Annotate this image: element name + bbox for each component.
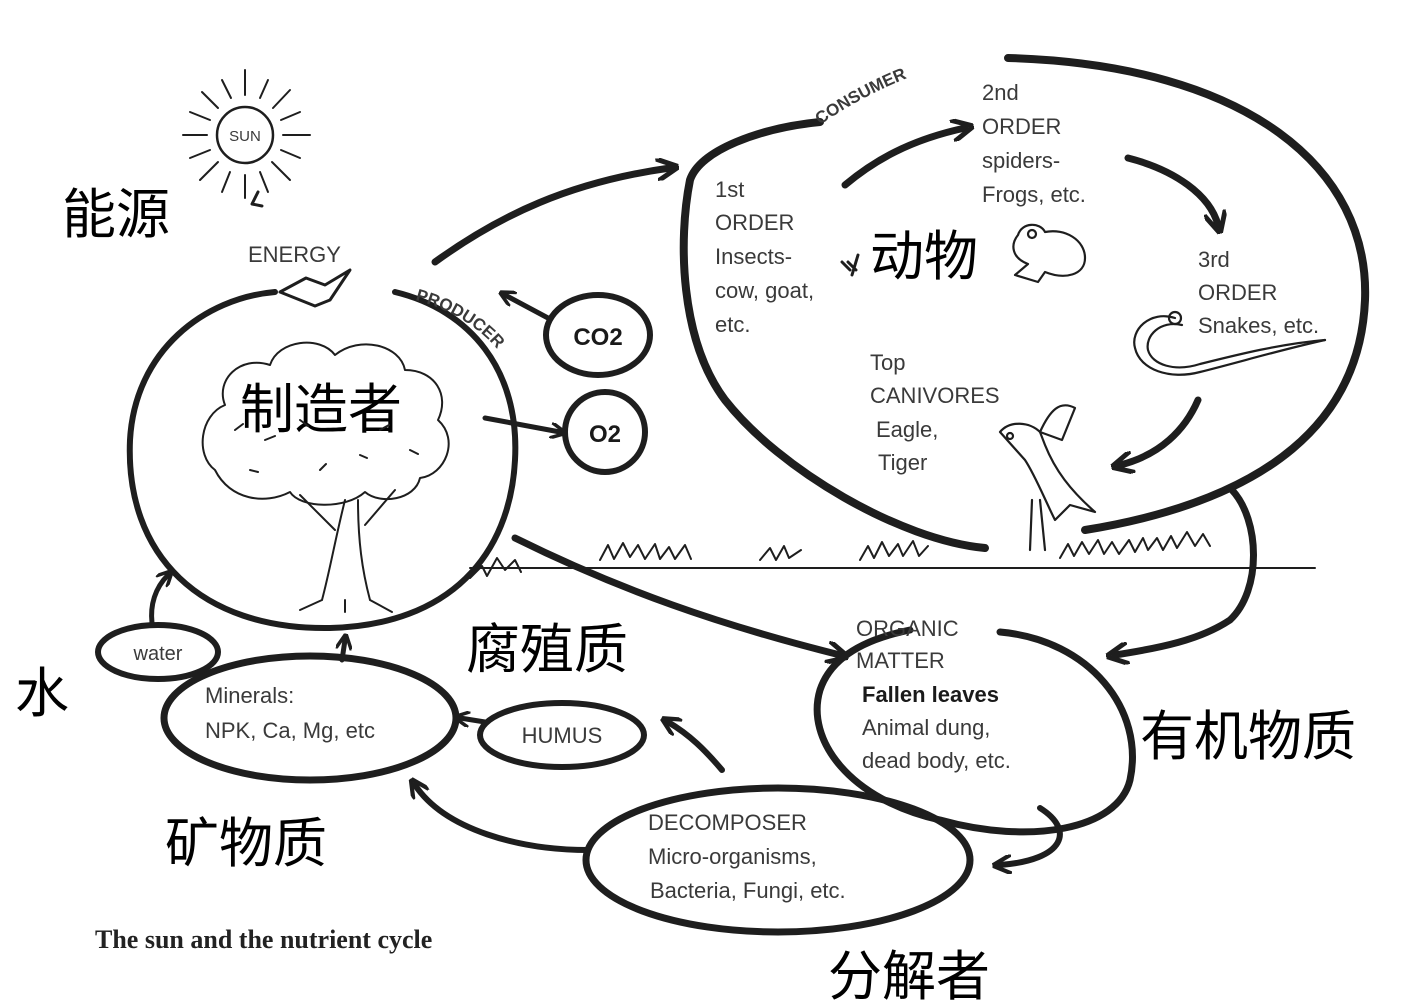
organic-matter-circle	[813, 626, 1136, 836]
first-order-line: etc.	[715, 312, 750, 337]
third-to-top-arrow	[1120, 396, 1202, 465]
diagram-caption: The sun and the nutrient cycle	[95, 925, 432, 954]
top-carnivores-line: CANIVORES	[870, 383, 1000, 408]
sun-disc	[215, 105, 275, 165]
minerals-zh-label: 矿物质	[165, 812, 327, 875]
decomposer-line: DECOMPOSER	[648, 810, 807, 835]
sun-label: SUN	[229, 128, 261, 145]
second-order-line: Frogs, etc.	[982, 182, 1086, 207]
sun-squiggle	[250, 190, 264, 208]
organic-line: MATTER	[856, 648, 945, 673]
grass-line	[469, 531, 1316, 579]
sun-icon: SUN	[182, 69, 311, 208]
consumer-loop	[679, 54, 1370, 552]
decomposer-zh-label: 分解者	[828, 945, 990, 1005]
third-order-line: 3rd	[1198, 247, 1230, 272]
insect-icon	[840, 253, 860, 277]
humus-zh-label: 腐殖质	[466, 618, 628, 681]
producer-label: PRODUCER	[414, 286, 508, 352]
co2-bubble	[543, 292, 653, 378]
organic-line: dead body, etc.	[862, 748, 1011, 773]
first-to-second-arrow	[841, 128, 965, 189]
decomposer-circle	[582, 784, 974, 936]
minerals-to-producer-arrow	[342, 640, 345, 663]
top-carnivores-line: Tiger	[878, 450, 927, 475]
decomposer-group: DECOMPOSER Micro-organisms, Bacteria, Fu…	[648, 810, 846, 903]
third-order-group: 3rd ORDER Snakes, etc.	[1198, 247, 1319, 338]
co2-label: CO2	[573, 324, 622, 351]
third-order-line: ORDER	[1198, 280, 1277, 305]
decomposer-line: Bacteria, Fungi, etc.	[650, 878, 846, 903]
energy-zh-label: 能源	[62, 183, 170, 246]
organic-zh-label: 有机物质	[1140, 705, 1356, 768]
second-to-third-arrow	[1124, 154, 1218, 225]
water-zh-label: 水	[15, 662, 69, 725]
producer-to-organic-arrow	[511, 534, 840, 655]
second-order-group: 2nd ORDER spiders- Frogs, etc.	[982, 80, 1086, 207]
eagle-icon	[998, 404, 1097, 552]
decomposer-to-humus-arrow	[668, 722, 725, 773]
organic-to-decomposer-arrow	[1000, 805, 1063, 865]
first-order-line: ORDER	[715, 210, 794, 235]
second-order-line: 2nd	[982, 80, 1019, 105]
minerals-line1: Minerals:	[205, 683, 294, 708]
humus-bubble	[477, 700, 647, 770]
producer-to-o2-arrow	[482, 415, 560, 432]
organic-matter-group: ORGANIC MATTER Fallen leaves Animal dung…	[856, 616, 1011, 773]
sun-rays	[182, 69, 311, 199]
water-label: water	[133, 643, 183, 665]
organic-line: ORGANIC	[856, 616, 959, 641]
decomposer-to-minerals-arrow	[415, 785, 591, 853]
animal-zh-label: 动物	[870, 225, 978, 288]
minerals-circle	[160, 652, 460, 784]
first-order-line: 1st	[715, 177, 744, 202]
producer-to-consumer-arrow	[431, 168, 670, 266]
producer-zh-label: 制造者	[240, 378, 402, 441]
energy-label: ENERGY	[248, 242, 341, 267]
consumer-to-organic-arrow	[1115, 486, 1257, 655]
o2-label: O2	[589, 421, 621, 448]
top-carnivores-group: Top CANIVORES Eagle, Tiger	[870, 350, 1000, 475]
first-order-line: cow, goat,	[715, 278, 814, 303]
second-order-line: spiders-	[982, 148, 1060, 173]
energy-arrow-icon	[278, 268, 352, 308]
organic-line: Animal dung,	[862, 715, 990, 740]
decomposer-line: Micro-organisms,	[648, 844, 817, 869]
minerals-line2: NPK, Ca, Mg, etc	[205, 718, 375, 743]
water-to-producer-arrow	[149, 575, 168, 626]
consumer-label: CONSUMER	[812, 64, 909, 128]
co2-to-producer-arrow	[505, 295, 551, 321]
third-order-line: Snakes, etc.	[1198, 313, 1319, 338]
producer-circle	[126, 289, 519, 632]
first-order-line: Insects-	[715, 244, 792, 269]
top-carnivores-line: Eagle,	[876, 417, 938, 442]
water-bubble	[95, 622, 221, 682]
snake-icon	[1133, 310, 1327, 376]
second-order-line: ORDER	[982, 114, 1061, 139]
frog-icon	[1012, 223, 1087, 284]
tree-icon	[201, 341, 450, 613]
first-order-group: 1st ORDER Insects- cow, goat, etc.	[715, 177, 814, 337]
top-carnivores-line: Top	[870, 350, 905, 375]
humus-label: HUMUS	[522, 723, 603, 748]
humus-to-minerals-arrow	[460, 718, 488, 722]
organic-line: Fallen leaves	[862, 682, 999, 707]
